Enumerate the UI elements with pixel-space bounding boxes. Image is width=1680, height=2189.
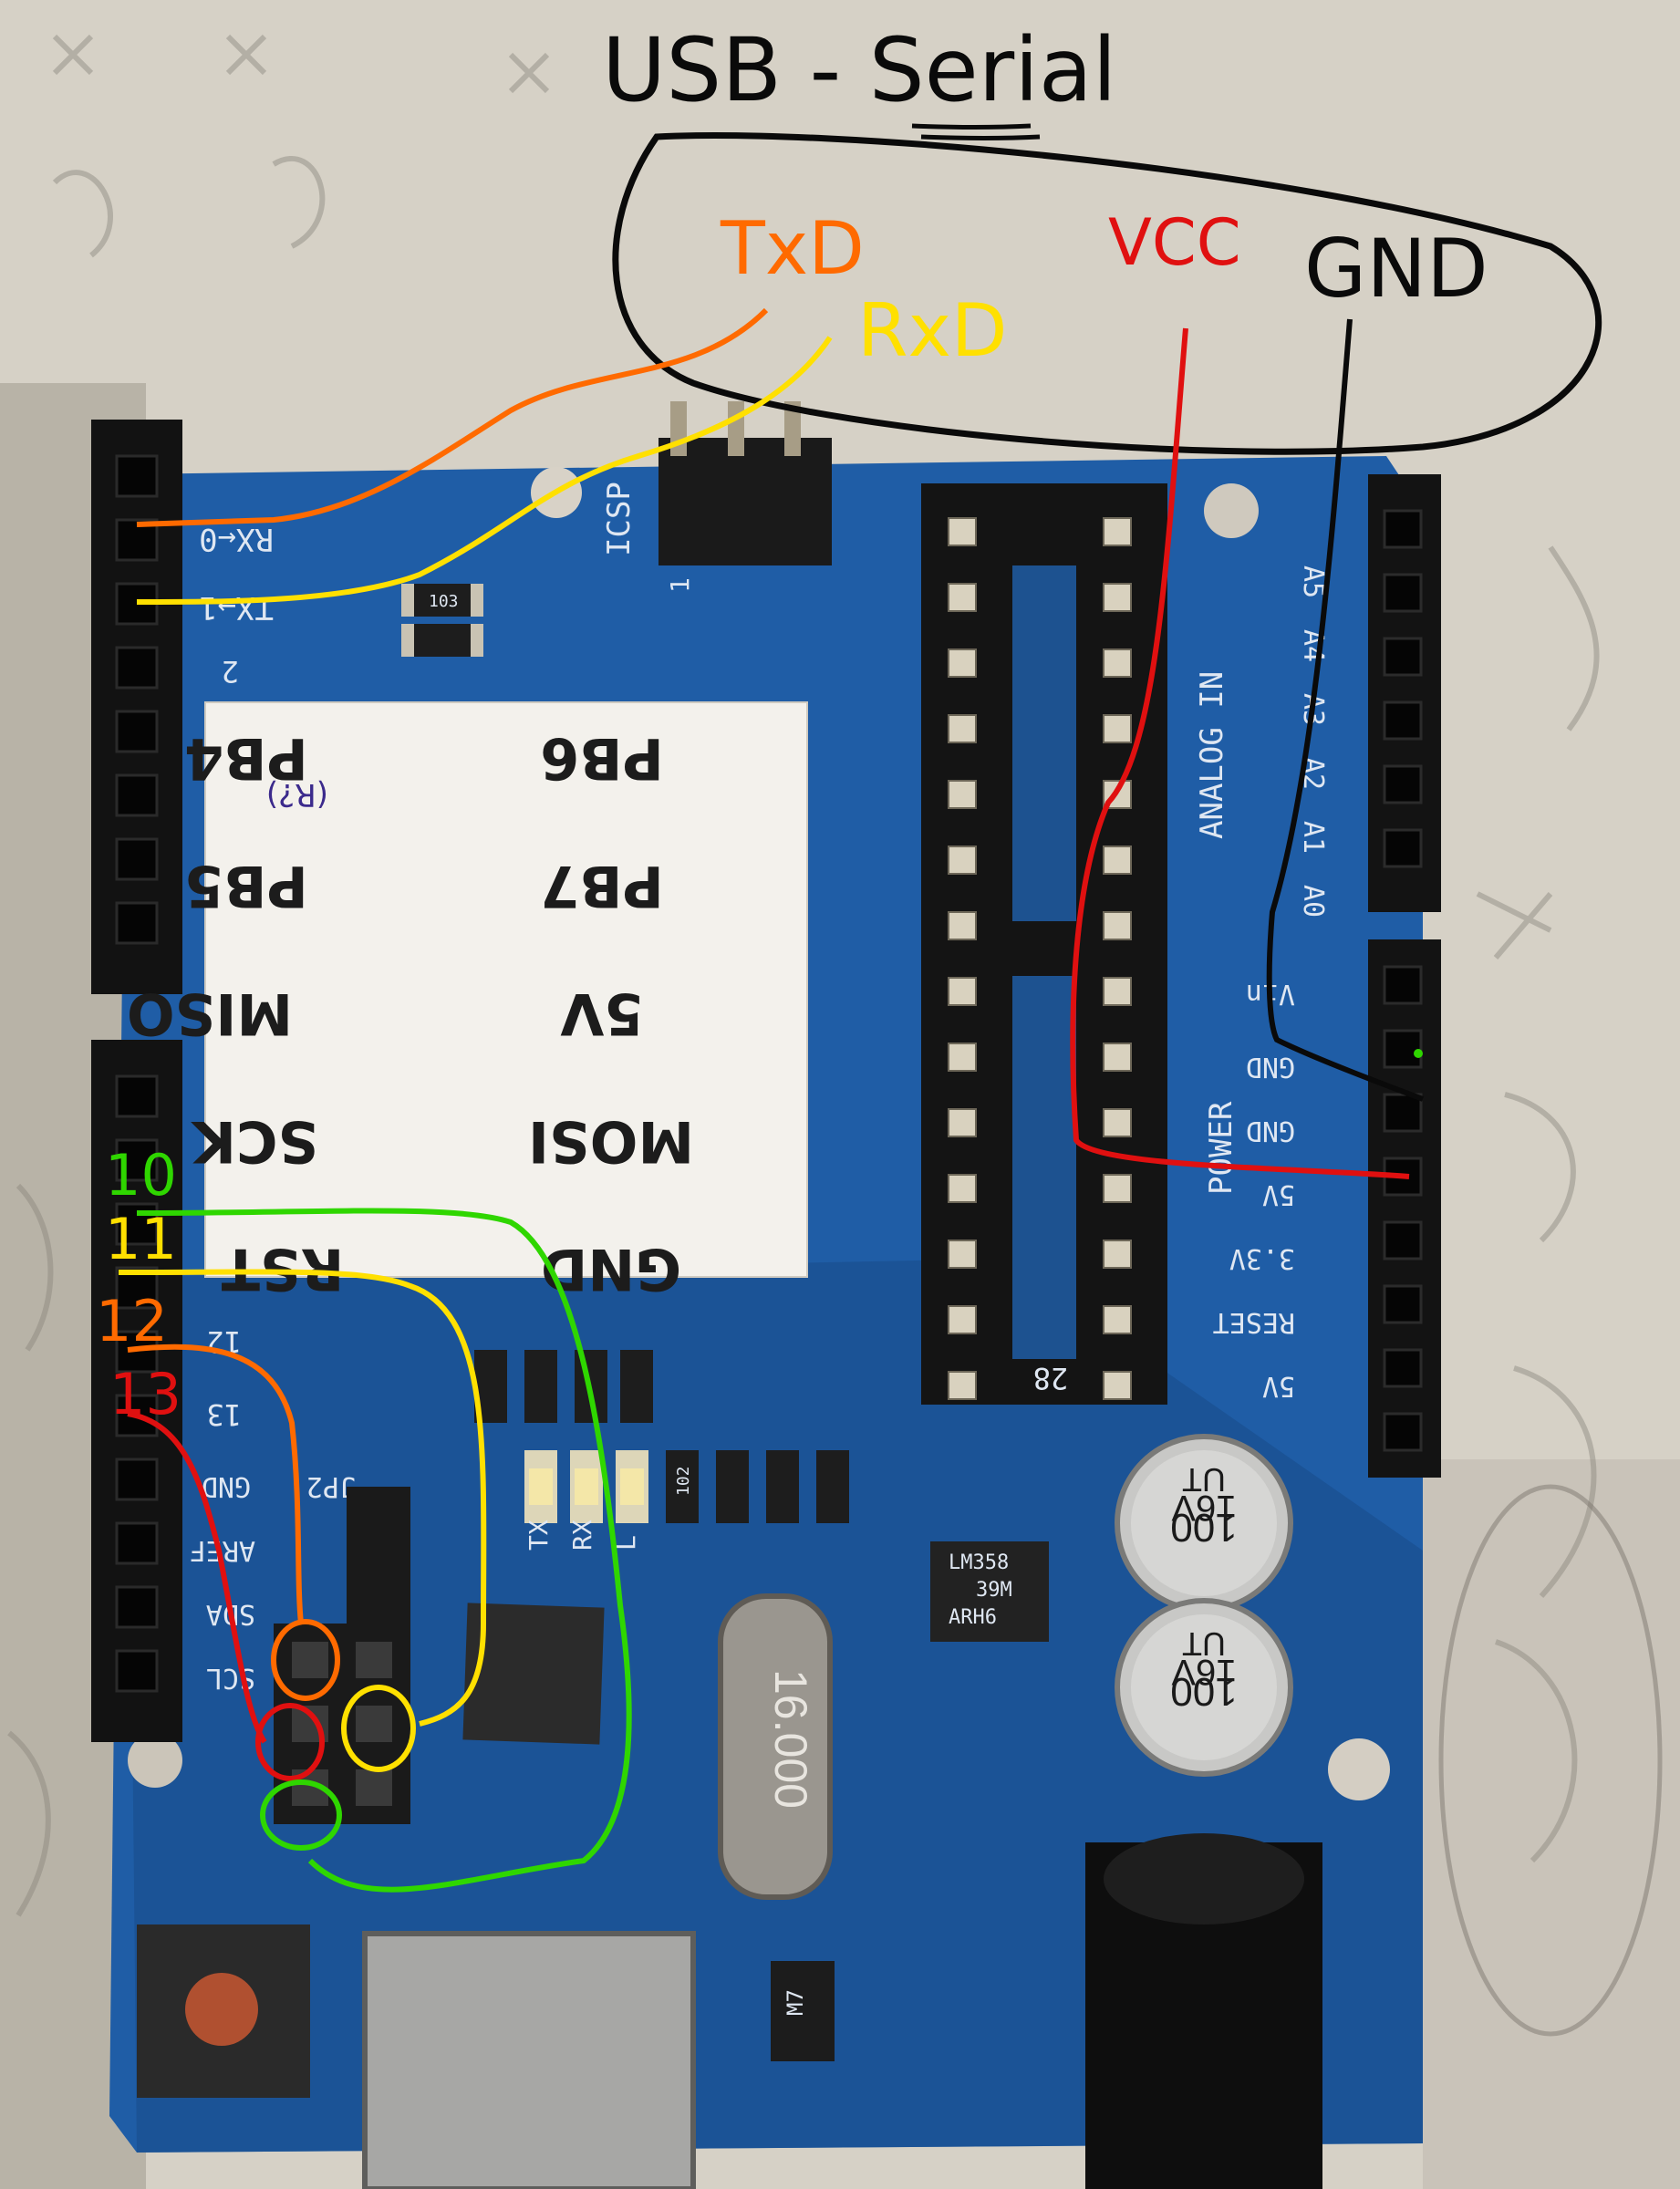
regulator-ic xyxy=(930,1541,1049,1642)
silk-rx0: RX←0 xyxy=(199,521,274,557)
diode-label: M7 xyxy=(783,1989,808,2016)
smd-resistors xyxy=(401,584,849,1523)
svg-text:100: 100 xyxy=(1170,1669,1237,1714)
usb-b-connector xyxy=(362,1931,696,2189)
resistor-code: 102 xyxy=(674,1466,693,1496)
usb-serial-title: USB - Serial xyxy=(602,19,1116,121)
silk-gnd: GND xyxy=(202,1470,251,1502)
pin11-target-circle xyxy=(341,1685,416,1772)
pencil-circle xyxy=(1438,1484,1663,2037)
card-sck: SCK xyxy=(191,1108,318,1175)
vcc-wire xyxy=(1070,327,1410,1179)
icsp-pin1-label: 1 xyxy=(665,577,695,593)
rxd-label: RxD xyxy=(857,288,1008,373)
pin10-label: 10 xyxy=(105,1142,177,1209)
left-header-holes xyxy=(115,454,159,1693)
svg-text:RESET: RESET xyxy=(1213,1306,1295,1338)
gnd-wire xyxy=(1266,318,1425,1102)
reset-button-cap xyxy=(185,1973,258,2046)
left-header-upper xyxy=(91,420,182,994)
pencil-scribbles xyxy=(7,34,1600,1917)
silk-power: POWER xyxy=(1203,1101,1239,1195)
ic-socket-slot-upper xyxy=(1012,565,1076,921)
capacitor-1: 100 16V UT xyxy=(1115,1434,1293,1613)
card-miso: MISO xyxy=(127,980,293,1047)
svg-text:3.3V: 3.3V xyxy=(1229,1242,1295,1274)
svg-text:5V: 5V xyxy=(1262,1178,1295,1210)
svg-text:A0: A0 xyxy=(1297,885,1329,918)
led-tx-label: TX xyxy=(524,1520,554,1551)
pin13-wire xyxy=(127,1411,267,1744)
silk-13: 13 xyxy=(206,1397,242,1432)
regulator-label-3: ARH6 xyxy=(949,1606,997,1629)
mount-hole-bl xyxy=(128,1733,182,1788)
pin10-wire xyxy=(136,1208,632,1893)
mount-hole-br xyxy=(1328,1738,1390,1800)
pin13-target-circle xyxy=(255,1703,325,1781)
gnd-dot xyxy=(1414,1049,1423,1058)
pin-label-card: PB6 PB4 (R?) PB7 PB5 5V MISO MOSI SCK GN… xyxy=(127,701,808,1302)
card-5v: 5V xyxy=(560,980,643,1047)
svg-text:UT: UT xyxy=(1182,1461,1226,1499)
regulator-label-1: LM358 xyxy=(949,1551,1009,1574)
led-l-label: L xyxy=(611,1535,641,1551)
crystal xyxy=(718,1593,833,1900)
usb-serial-chip xyxy=(462,1603,605,1745)
card-gnd: GND xyxy=(541,1236,681,1302)
silk-2: 2 xyxy=(222,654,239,689)
mount-hole-tr xyxy=(1204,483,1259,538)
txd-label: TxD xyxy=(720,206,865,291)
card-pb4: PB4 xyxy=(184,725,308,792)
vcc-label: VCC xyxy=(1108,205,1241,280)
silk-tx1: TX→1 xyxy=(199,589,274,626)
pin11-label: 11 xyxy=(105,1206,177,1272)
pin11-wire xyxy=(118,1269,487,1727)
resistor-code-alt: 103 xyxy=(429,592,459,611)
pin12-target-circle xyxy=(271,1619,340,1701)
crystal-label: 16.000 xyxy=(765,1669,816,1809)
card-mosi: MOSI xyxy=(528,1108,694,1175)
card-pb5: PB5 xyxy=(184,853,308,919)
capacitor-2: 100 16V UT xyxy=(1115,1598,1293,1777)
usb-serial-outline xyxy=(612,132,1602,455)
smd-leds xyxy=(524,1450,648,1523)
card-rst: RST xyxy=(222,1236,345,1302)
right-header-power xyxy=(1368,939,1441,1478)
ic-socket-slot-lower xyxy=(1012,976,1076,1359)
svg-text:A1: A1 xyxy=(1297,821,1329,854)
regulator-label-2: 39M xyxy=(976,1579,1012,1602)
svg-text:GND: GND xyxy=(1246,1051,1295,1083)
smd-diode xyxy=(771,1961,835,2061)
txd-wire xyxy=(136,307,769,527)
paper-shadow-right xyxy=(1423,1459,1680,2189)
led-rx-label: RX xyxy=(567,1520,597,1551)
pin10-target-circle xyxy=(260,1779,342,1851)
ic-socket-pins xyxy=(948,517,1132,1400)
socket-pin-number: 28 xyxy=(1033,1361,1069,1395)
rxd-wire xyxy=(136,336,833,605)
icsp-header xyxy=(659,438,832,565)
jp2-header xyxy=(347,1487,410,1624)
svg-text:16V: 16V xyxy=(1171,1652,1236,1692)
dc-jack-opening xyxy=(1104,1833,1304,1924)
svg-text:16V: 16V xyxy=(1171,1488,1236,1528)
title-underline xyxy=(911,123,1041,140)
pin12-wire xyxy=(127,1343,304,1624)
svg-text:UT: UT xyxy=(1182,1625,1226,1663)
svg-text:100: 100 xyxy=(1170,1505,1237,1550)
card-note: (R?) xyxy=(266,776,328,813)
right-header-holes xyxy=(1383,509,1423,1452)
svg-text:5V: 5V xyxy=(1262,1370,1295,1402)
svg-text:GND: GND xyxy=(1246,1115,1295,1146)
pin12-label: 12 xyxy=(96,1288,168,1354)
silk-analog-in: ANALOG IN xyxy=(1194,671,1230,839)
card-pb7: PB7 xyxy=(540,853,664,919)
icsp-label: ICSP xyxy=(601,482,638,556)
card-pb6: PB6 xyxy=(540,725,664,792)
gnd-label: GND xyxy=(1304,222,1488,316)
